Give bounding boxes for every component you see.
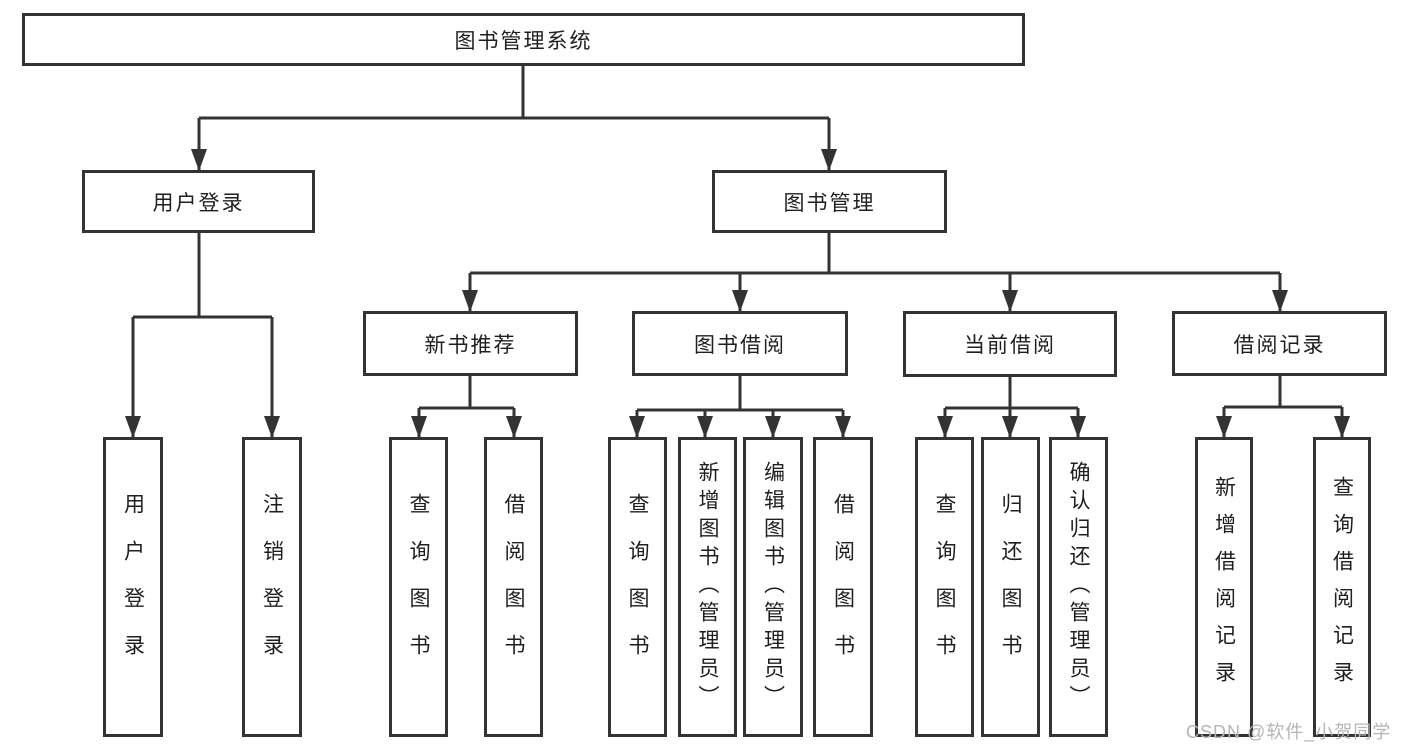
leaf-label: 查询图书	[626, 493, 649, 681]
leaf-edit-books-admin: 编辑图书（管理员）	[743, 437, 803, 737]
node-new-book-recommend: 新书推荐	[363, 311, 578, 376]
leaf-return-books: 归还图书	[981, 437, 1040, 737]
node-label: 图书借阅	[694, 333, 786, 357]
leaf-query-books: 查询图书	[389, 437, 448, 737]
node-book-management: 图书管理	[712, 170, 947, 233]
leaf-label: 借阅图书	[831, 493, 855, 681]
leaf-label: 借阅图书	[502, 493, 525, 681]
leaf-label: 注销登录	[260, 493, 284, 681]
node-label: 用户登录	[152, 191, 245, 215]
leaf-label: 归还图书	[999, 493, 1022, 681]
leaf-user-login: 用户登录	[103, 437, 163, 737]
leaf-label: 确认归还（管理员）	[1067, 461, 1090, 713]
leaf-query-books: 查询图书	[915, 437, 974, 737]
leaf-borrow-books: 借阅图书	[484, 437, 543, 737]
leaf-query-borrow-record: 查询借阅记录	[1313, 437, 1371, 737]
node-label: 借阅记录	[1233, 333, 1326, 357]
leaf-add-books-admin: 新增图书（管理员）	[678, 437, 737, 737]
leaf-query-books: 查询图书	[608, 437, 667, 737]
node-label: 图书管理	[783, 191, 876, 215]
node-user-login: 用户登录	[82, 170, 315, 233]
leaf-label: 查询图书	[933, 493, 956, 681]
leaf-label: 新增借阅记录	[1212, 476, 1236, 698]
leaf-label: 用户登录	[121, 493, 145, 681]
node-book-borrowing: 图书借阅	[632, 311, 848, 376]
node-current-borrowing: 当前借阅	[903, 311, 1117, 377]
node-label: 图书管理系统	[454, 29, 593, 53]
leaf-confirm-return-admin: 确认归还（管理员）	[1049, 437, 1108, 737]
node-label: 新书推荐	[424, 333, 517, 357]
leaf-label: 查询借阅记录	[1330, 476, 1354, 698]
node-borrowing-records: 借阅记录	[1172, 311, 1387, 376]
node-library-system: 图书管理系统	[22, 13, 1025, 66]
leaf-add-borrow-record: 新增借阅记录	[1195, 437, 1253, 737]
csdn-watermark: CSDN @软件_小贺同学	[1186, 722, 1392, 742]
leaf-label: 编辑图书（管理员）	[761, 461, 785, 713]
leaf-label: 新增图书（管理员）	[696, 461, 719, 713]
leaf-borrow-books: 借阅图书	[813, 437, 873, 737]
leaf-logout: 注销登录	[242, 437, 302, 737]
leaf-label: 查询图书	[407, 493, 430, 681]
node-label: 当前借阅	[964, 334, 1056, 357]
